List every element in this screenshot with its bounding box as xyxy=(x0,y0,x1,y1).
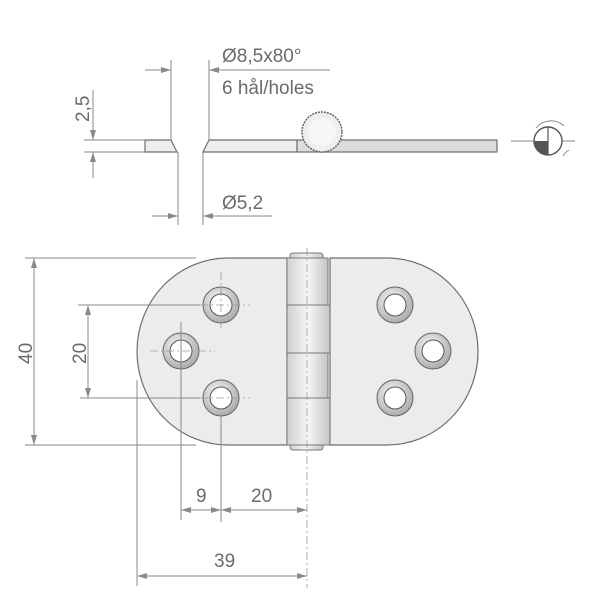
screw-hole xyxy=(376,379,414,417)
right-leaf xyxy=(329,257,479,446)
thickness-label: 2,5 xyxy=(73,96,94,122)
knuckle xyxy=(286,252,331,451)
screw-hole xyxy=(414,332,452,370)
left-leaf xyxy=(136,257,288,446)
holes-count-label: 6 hål/holes xyxy=(222,78,314,99)
plan-view: 40 20 9 20 39 xyxy=(16,248,479,588)
side-plate-left xyxy=(144,139,298,153)
through-hole-label: Ø5,2 xyxy=(222,193,263,214)
countersink-label: Ø8,5x80° xyxy=(222,46,301,67)
side-view: Ø8,5x80° 6 hål/holes 2,5 Ø5,2 xyxy=(73,46,575,225)
side-plate-right xyxy=(296,139,498,153)
hole-offset-label: 9 xyxy=(196,486,207,507)
rotation-symbol-icon xyxy=(511,120,575,157)
edge-to-pin-label: 39 xyxy=(214,551,235,572)
hole-spacing-label: 20 xyxy=(70,343,91,364)
height-label: 40 xyxy=(16,343,37,364)
hole-to-pin-label: 20 xyxy=(251,486,272,507)
screw-hole xyxy=(376,286,414,324)
